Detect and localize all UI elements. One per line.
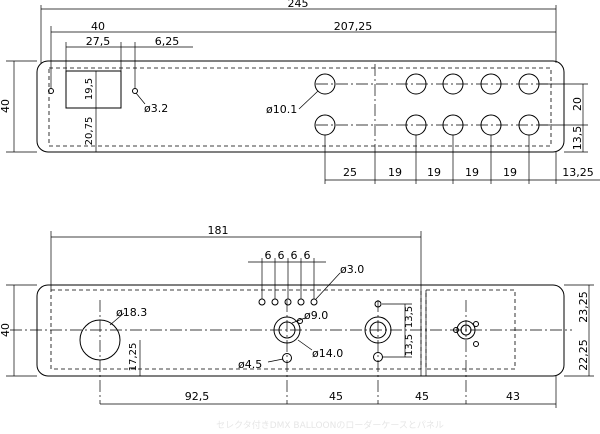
dim-bottom-3: 43 — [506, 390, 520, 403]
dim-20-75: 20,75 — [84, 117, 95, 146]
dim-20-right: 20 — [571, 97, 584, 111]
dim-23-25: 23,25 — [577, 291, 590, 323]
bottom-panel-view: 181 6 6 6 6 ø3.0 ø18.3 ø9.0 ø14.0 ø4.5 4… — [0, 224, 594, 408]
dim-207-25: 207,25 — [334, 20, 373, 33]
top-big-hole — [480, 73, 502, 95]
bottom-small-hole — [284, 298, 292, 306]
bottom-hole-18-3 — [79, 319, 121, 361]
bottom-small-hole — [297, 298, 305, 306]
top-big-hole — [314, 73, 336, 95]
top-big-hole — [405, 73, 427, 95]
dim-bottom-top-5: 13,25 — [562, 166, 594, 179]
bottom-small-hole — [271, 298, 279, 306]
top-small-hole-left — [48, 88, 54, 94]
dim-13-5-a: 13,5 — [404, 306, 415, 328]
dim-6-25: 6,25 — [155, 35, 180, 48]
bottom-hole-14 — [273, 316, 301, 344]
dim-bottom-0: 92,5 — [185, 390, 210, 403]
dim-27-5: 27,5 — [86, 35, 111, 48]
dim-181: 181 — [208, 224, 229, 237]
dim-bottom-2: 45 — [415, 390, 429, 403]
bottom-hole-9 — [278, 321, 296, 339]
bottom-small-hole — [453, 327, 459, 333]
label-hole-14-0: ø14.0 — [312, 347, 343, 360]
dim-bottom-top-3: 19 — [465, 166, 479, 179]
top-small-hole-right — [132, 88, 138, 94]
dim-17-25: 17,25 — [128, 343, 139, 372]
dim-bottom-1: 45 — [329, 390, 343, 403]
top-big-hole — [442, 73, 464, 95]
dim-19-5: 19,5 — [84, 78, 95, 100]
dim-height-40-top: 40 — [0, 99, 12, 113]
dim-spacing-1: 6 — [278, 249, 285, 262]
dim-spacing-0: 6 — [265, 249, 272, 262]
dim-40-top: 40 — [91, 20, 105, 33]
bottom-small-hole — [258, 298, 266, 306]
watermark: セレクタ付きDMX BALLOONのローダーケースとパネル — [216, 419, 444, 431]
top-panel-view: 245 40 207,25 27,5 6,25 40 19,5 20,75 ø3… — [0, 0, 600, 184]
bottom-small-hole — [473, 341, 479, 347]
bottom-small-hole — [310, 298, 318, 306]
dim-13-5-b: 13,5 — [404, 334, 415, 356]
dim-bottom-top-2: 19 — [427, 166, 441, 179]
bottom-hole-group-3 — [456, 320, 476, 340]
top-rect-cutout — [65, 70, 122, 109]
label-hole-3-2: ø3.2 — [144, 102, 168, 115]
dim-bottom-top-0: 25 — [343, 166, 357, 179]
label-hole-9-0: ø9.0 — [304, 309, 328, 322]
label-hole-3-0: ø3.0 — [340, 263, 364, 276]
dim-bottom-top-1: 19 — [388, 166, 402, 179]
dim-spacing-3: 6 — [304, 249, 311, 262]
top-panel-inner-boundary — [48, 67, 552, 147]
dim-13-5-right: 13,5 — [571, 126, 584, 151]
top-panel-outline — [36, 60, 565, 153]
dim-22-25: 22,25 — [577, 339, 590, 371]
bottom-hole-4-5 — [282, 353, 292, 363]
bottom-small-hole — [374, 300, 382, 308]
bottom-hole-group-2 — [364, 316, 392, 344]
bottom-hole-group-2-inner — [369, 321, 387, 339]
dim-spacing-2: 6 — [291, 249, 298, 262]
bottom-small-hole — [473, 321, 479, 327]
label-hole-18-3: ø18.3 — [116, 306, 147, 319]
label-hole-4-5: ø4.5 — [238, 358, 262, 371]
dim-245: 245 — [288, 0, 309, 10]
bottom-panel-outline — [36, 284, 565, 377]
bottom-hole-group-3-inner — [460, 324, 472, 336]
dim-height-40-bottom: 40 — [0, 323, 12, 337]
label-hole-10-1: ø10.1 — [266, 103, 297, 116]
dim-bottom-top-4: 19 — [503, 166, 517, 179]
